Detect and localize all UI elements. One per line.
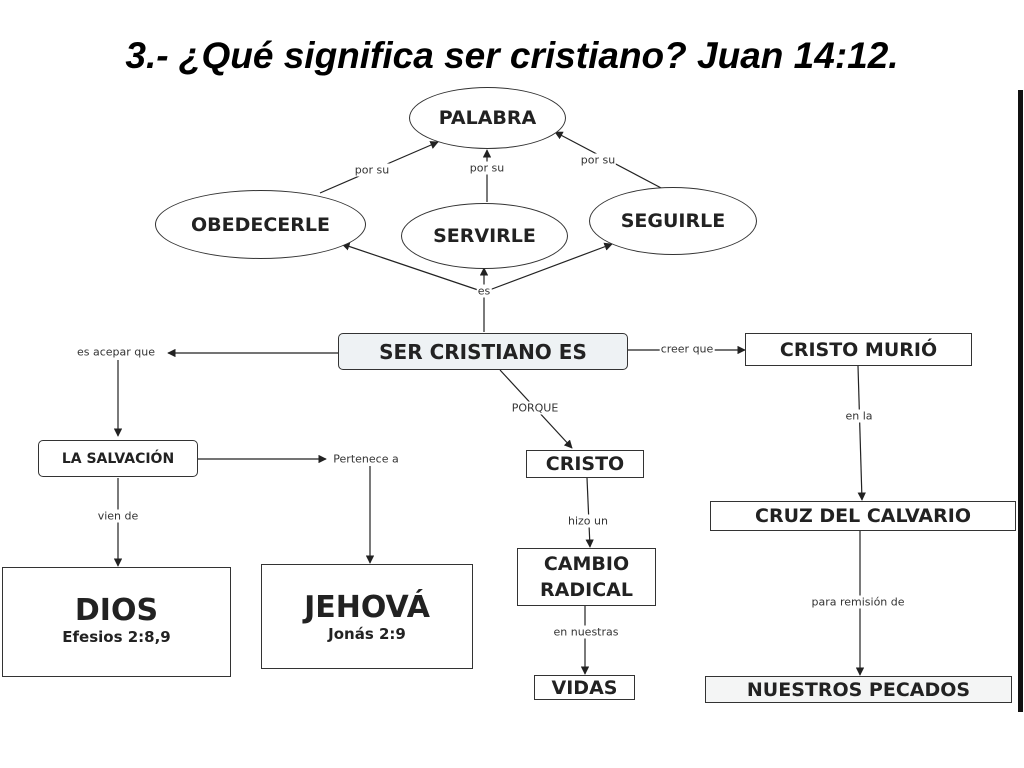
node-vidas: VIDAS — [534, 675, 635, 700]
label-en-nuestras: en nuestras — [552, 625, 620, 639]
label-para-remision-de: para remisión de — [810, 595, 906, 609]
label-hizo-un: hizo un — [567, 514, 609, 528]
link-cristo-murio-cruz — [857, 365, 866, 501]
cambio-line: CAMBIO — [543, 553, 630, 575]
node-palabra: PALABRA — [409, 87, 566, 149]
label-por-su-left: por su — [353, 163, 391, 177]
jehova-title: JEHOVÁ — [304, 590, 430, 625]
dios-reference: Efesios 2:8,9 — [62, 628, 171, 646]
label-es: es — [476, 284, 492, 298]
link-es-seguirle — [483, 242, 613, 293]
radical-line: RADICAL — [540, 579, 633, 601]
slide-title: 3.- ¿Qué significa ser cristiano? Juan 1… — [125, 35, 899, 76]
label-por-su-center: por su — [468, 161, 506, 175]
node-nuestros-pecados: NUESTROS PECADOS — [705, 676, 1012, 703]
node-la-salvacion: LA SALVACIÓN — [38, 440, 198, 477]
label-creer-que: creer que — [659, 342, 715, 356]
dios-title: DIOS — [74, 593, 159, 628]
node-jehova: JEHOVÁ Jonás 2:9 — [261, 564, 473, 669]
label-es-acepar-que: es acepar que — [75, 345, 157, 359]
node-cristo: CRISTO — [526, 450, 644, 478]
link-es-obedecerle — [341, 242, 485, 293]
node-cambio-radical: CAMBIO RADICAL — [517, 548, 656, 606]
node-ser-cristiano-es: SER CRISTIANO ES — [338, 333, 628, 370]
label-vien-de: vien de — [96, 509, 140, 523]
node-obedecerle: OBEDECERLE — [155, 190, 366, 259]
right-edge-divider — [1018, 90, 1023, 712]
node-cristo-murio: CRISTO MURIÓ — [745, 333, 972, 366]
label-en-la: en la — [844, 409, 874, 423]
node-dios: DIOS Efesios 2:8,9 — [2, 567, 231, 677]
label-porque: PORQUE — [510, 401, 560, 415]
label-pertenece-a: Pertenece a — [332, 452, 400, 466]
node-cruz-del-calvario: CRUZ DEL CALVARIO — [710, 501, 1016, 531]
jehova-reference: Jonás 2:9 — [328, 625, 406, 643]
link-cristo-cambio — [585, 477, 594, 548]
node-seguirle: SEGUIRLE — [589, 187, 757, 255]
label-por-su-right: por su — [579, 153, 617, 167]
node-servirle: SERVIRLE — [401, 203, 568, 269]
